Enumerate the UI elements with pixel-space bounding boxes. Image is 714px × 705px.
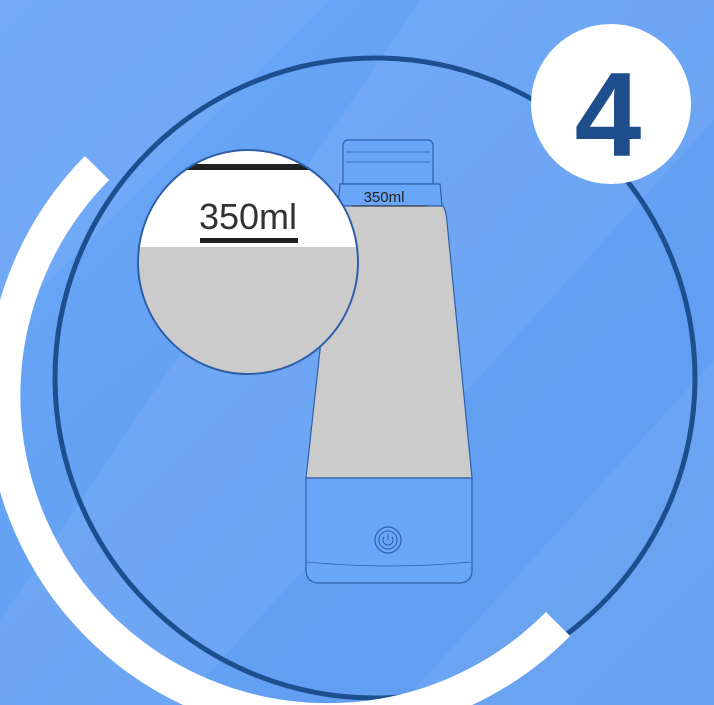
step-badge: 4 <box>531 24 691 184</box>
bottle-mark-label: 350ml <box>364 189 405 206</box>
power-icon[interactable] <box>375 527 401 553</box>
step-number: 4 <box>575 48 642 182</box>
zoom-mark-label: 350ml <box>199 196 297 237</box>
